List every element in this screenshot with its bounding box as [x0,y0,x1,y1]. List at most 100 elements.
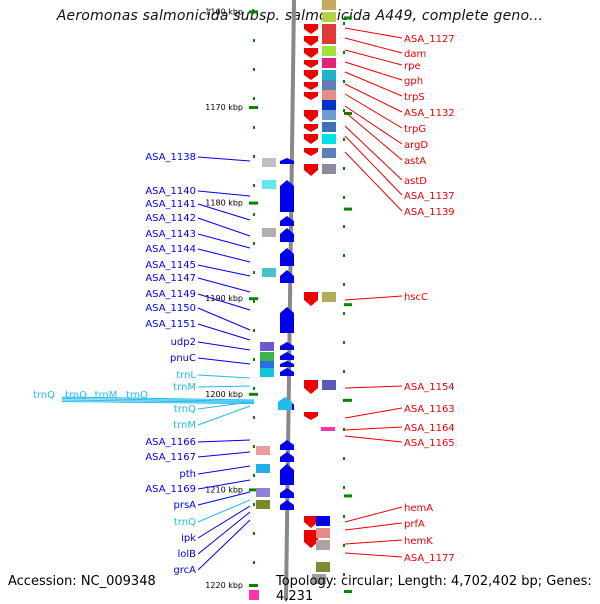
forward-gene-arrow [280,342,294,350]
leader-line [61,396,255,401]
ruler-dot [343,457,345,460]
feature-box [322,148,336,158]
ruler-dot [343,196,345,199]
ruler-dot [253,445,255,448]
reverse-gene-arrow [304,110,318,122]
gene-label: ASA_1144 [145,244,196,255]
leader-line [61,399,255,403]
right-label-leaders [344,27,403,558]
forward-gene-arrow [280,500,294,510]
leader-line [197,465,251,475]
gene-label: ASA_1140 [145,186,196,197]
ruler-dot [343,109,345,112]
gene-label: trnQ [126,390,148,401]
reverse-gene-arrow [304,148,318,156]
leader-line [197,203,251,221]
ruler-dot [343,254,345,257]
leader-line [344,506,403,523]
ruler-dot [253,532,255,535]
ruler-dot [343,370,345,373]
reverse-gene-arrow [304,36,318,46]
gene-label: prsA [173,500,196,511]
forward-gene-arrow [280,228,294,242]
forward-gene-arrow [280,368,294,376]
leader-line [197,323,251,341]
gene-label: ASA_1151 [145,319,196,330]
feature-box [316,562,330,572]
ruler-dot [253,416,255,419]
gene-label: trnM [173,382,196,393]
feature-box [322,0,336,10]
forward-gene-arrow [280,488,294,498]
gene-label: hemK [404,536,433,547]
gene-label: trnQ [65,390,87,401]
leader-line [197,385,251,388]
reverse-gene-arrow [304,164,318,176]
forward-gene-arrow [280,248,294,266]
gene-label: udp2 [171,337,196,348]
kbp-tick-mark [249,10,258,14]
ruler-dot [343,486,345,489]
gene-label: astD [404,176,427,187]
kbp-tick-mark [344,398,352,402]
leader-line [344,125,403,181]
leader-line [344,105,403,145]
leader-line [344,49,403,66]
forward-gene-arrow [280,464,294,485]
ruler-dot [253,503,255,506]
kbp-tick-mark [249,488,258,492]
feature-box [256,464,270,473]
gene-label: ASA_1149 [145,289,196,300]
forward-gene-arrow [280,180,294,212]
gene-label: ASA_1169 [145,484,196,495]
forward-gene-arrow [280,452,294,462]
leader-line [197,405,251,426]
leader-line [61,401,255,405]
reverse-gene-arrow [304,380,318,394]
ruler-dot [253,474,255,477]
feature-box [262,228,276,237]
leader-line [197,293,251,311]
ruler-dot [253,184,255,187]
reverse-gene-arrow [304,124,318,132]
feature-box [322,24,336,34]
gene-label: ASA_1165 [404,438,455,449]
kbp-tick-mark [344,590,352,593]
leader-line [197,156,251,162]
gene-label: argD [404,140,428,151]
left-gene-labels: ASA_1138ASA_1140ASA_1141ASA_1142ASA_1143… [33,152,196,576]
gene-label: ASA_1132 [404,108,455,119]
leader-line [344,61,403,81]
feature-box [322,80,336,90]
ruler-dot [343,573,345,576]
leader-line [344,111,403,161]
gene-label: ASA_1141 [145,199,196,210]
reverse-gene-arrow [304,530,318,548]
reverse-gene-arrow [304,516,318,528]
ruler-dot [343,544,345,547]
ruler-dot [253,68,255,71]
gene-label: ASA_1164 [404,423,455,434]
kbp-tick-label: 1170 kbp [205,103,243,112]
leader-line [344,295,403,301]
gene-label: ASA_1177 [404,553,455,564]
gene-label: ASA_1154 [404,382,455,393]
reverse-strand-features [249,0,336,600]
feature-box [322,122,336,132]
feature-box [322,34,336,44]
gene-label: hemA [404,503,433,514]
kbp-tick-label: 1210 kbp [205,485,243,494]
ruler-dot [343,138,345,141]
feature-box [322,380,336,390]
gene-label: grcA [173,565,196,576]
gene-label: lolB [177,549,196,560]
accession-text: Accession: NC_009348 [8,574,156,589]
leader-line [344,539,403,545]
ruler-dot [253,242,255,245]
leader-line [197,217,251,237]
kbp-tick-mark [249,106,258,109]
kbp-tick-mark [344,16,352,20]
leader-line [344,83,403,113]
